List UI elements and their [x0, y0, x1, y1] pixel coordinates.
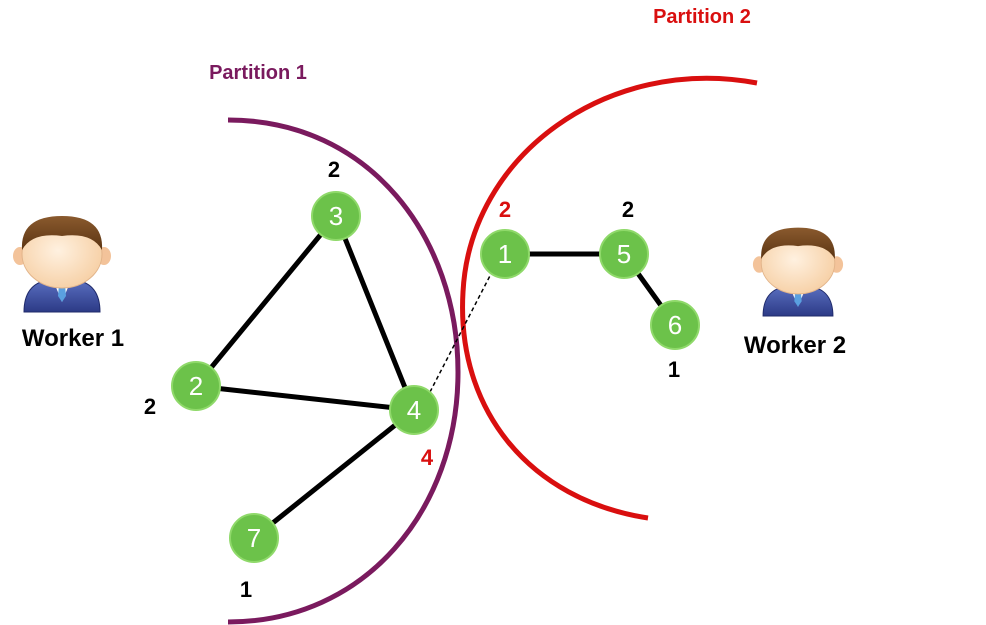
edge-3-4	[333, 213, 417, 413]
degree-label-node-7: 1	[240, 577, 252, 602]
partition-2-title: Partition 2	[653, 6, 751, 28]
edge-3-2	[193, 213, 339, 389]
edge-2-4	[193, 383, 417, 413]
person-icon	[13, 216, 111, 313]
node-2-label: 2	[189, 371, 203, 401]
node-6-label: 6	[668, 310, 682, 340]
node-7[interactable]: 7	[229, 513, 279, 563]
worker-1-label: Worker 1	[22, 325, 124, 352]
node-5-label: 5	[617, 239, 631, 269]
node-1-label: 1	[498, 239, 512, 269]
node-1[interactable]: 1	[480, 229, 530, 279]
worker-1: Worker 1	[13, 216, 124, 352]
node-3[interactable]: 3	[311, 191, 361, 241]
degree-label-node-1: 2	[499, 197, 511, 222]
partition-2-boundary	[460, 75, 758, 521]
node-7-label: 7	[247, 523, 261, 553]
edge-4-7	[251, 407, 417, 541]
person-icon	[752, 227, 844, 317]
degree-label-node-2: 2	[144, 394, 156, 419]
node-3-label: 3	[329, 201, 343, 231]
node-6[interactable]: 6	[650, 300, 700, 350]
worker-2-label: Worker 2	[744, 332, 846, 359]
degree-label-node-3: 2	[328, 157, 340, 182]
degree-label-node-6: 1	[668, 357, 680, 382]
node-5[interactable]: 5	[599, 229, 649, 279]
degree-label-node-5: 2	[622, 197, 634, 222]
node-4-label: 4	[407, 395, 421, 425]
degree-label-node-4: 4	[421, 445, 434, 470]
worker-2: Worker 2	[744, 227, 846, 359]
edge-4-1-dashed	[429, 267, 495, 393]
partition-1-title: Partition 1	[209, 62, 307, 84]
partition-1-boundary	[227, 117, 461, 625]
node-2[interactable]: 2	[171, 361, 221, 411]
node-4[interactable]: 4	[389, 385, 439, 435]
